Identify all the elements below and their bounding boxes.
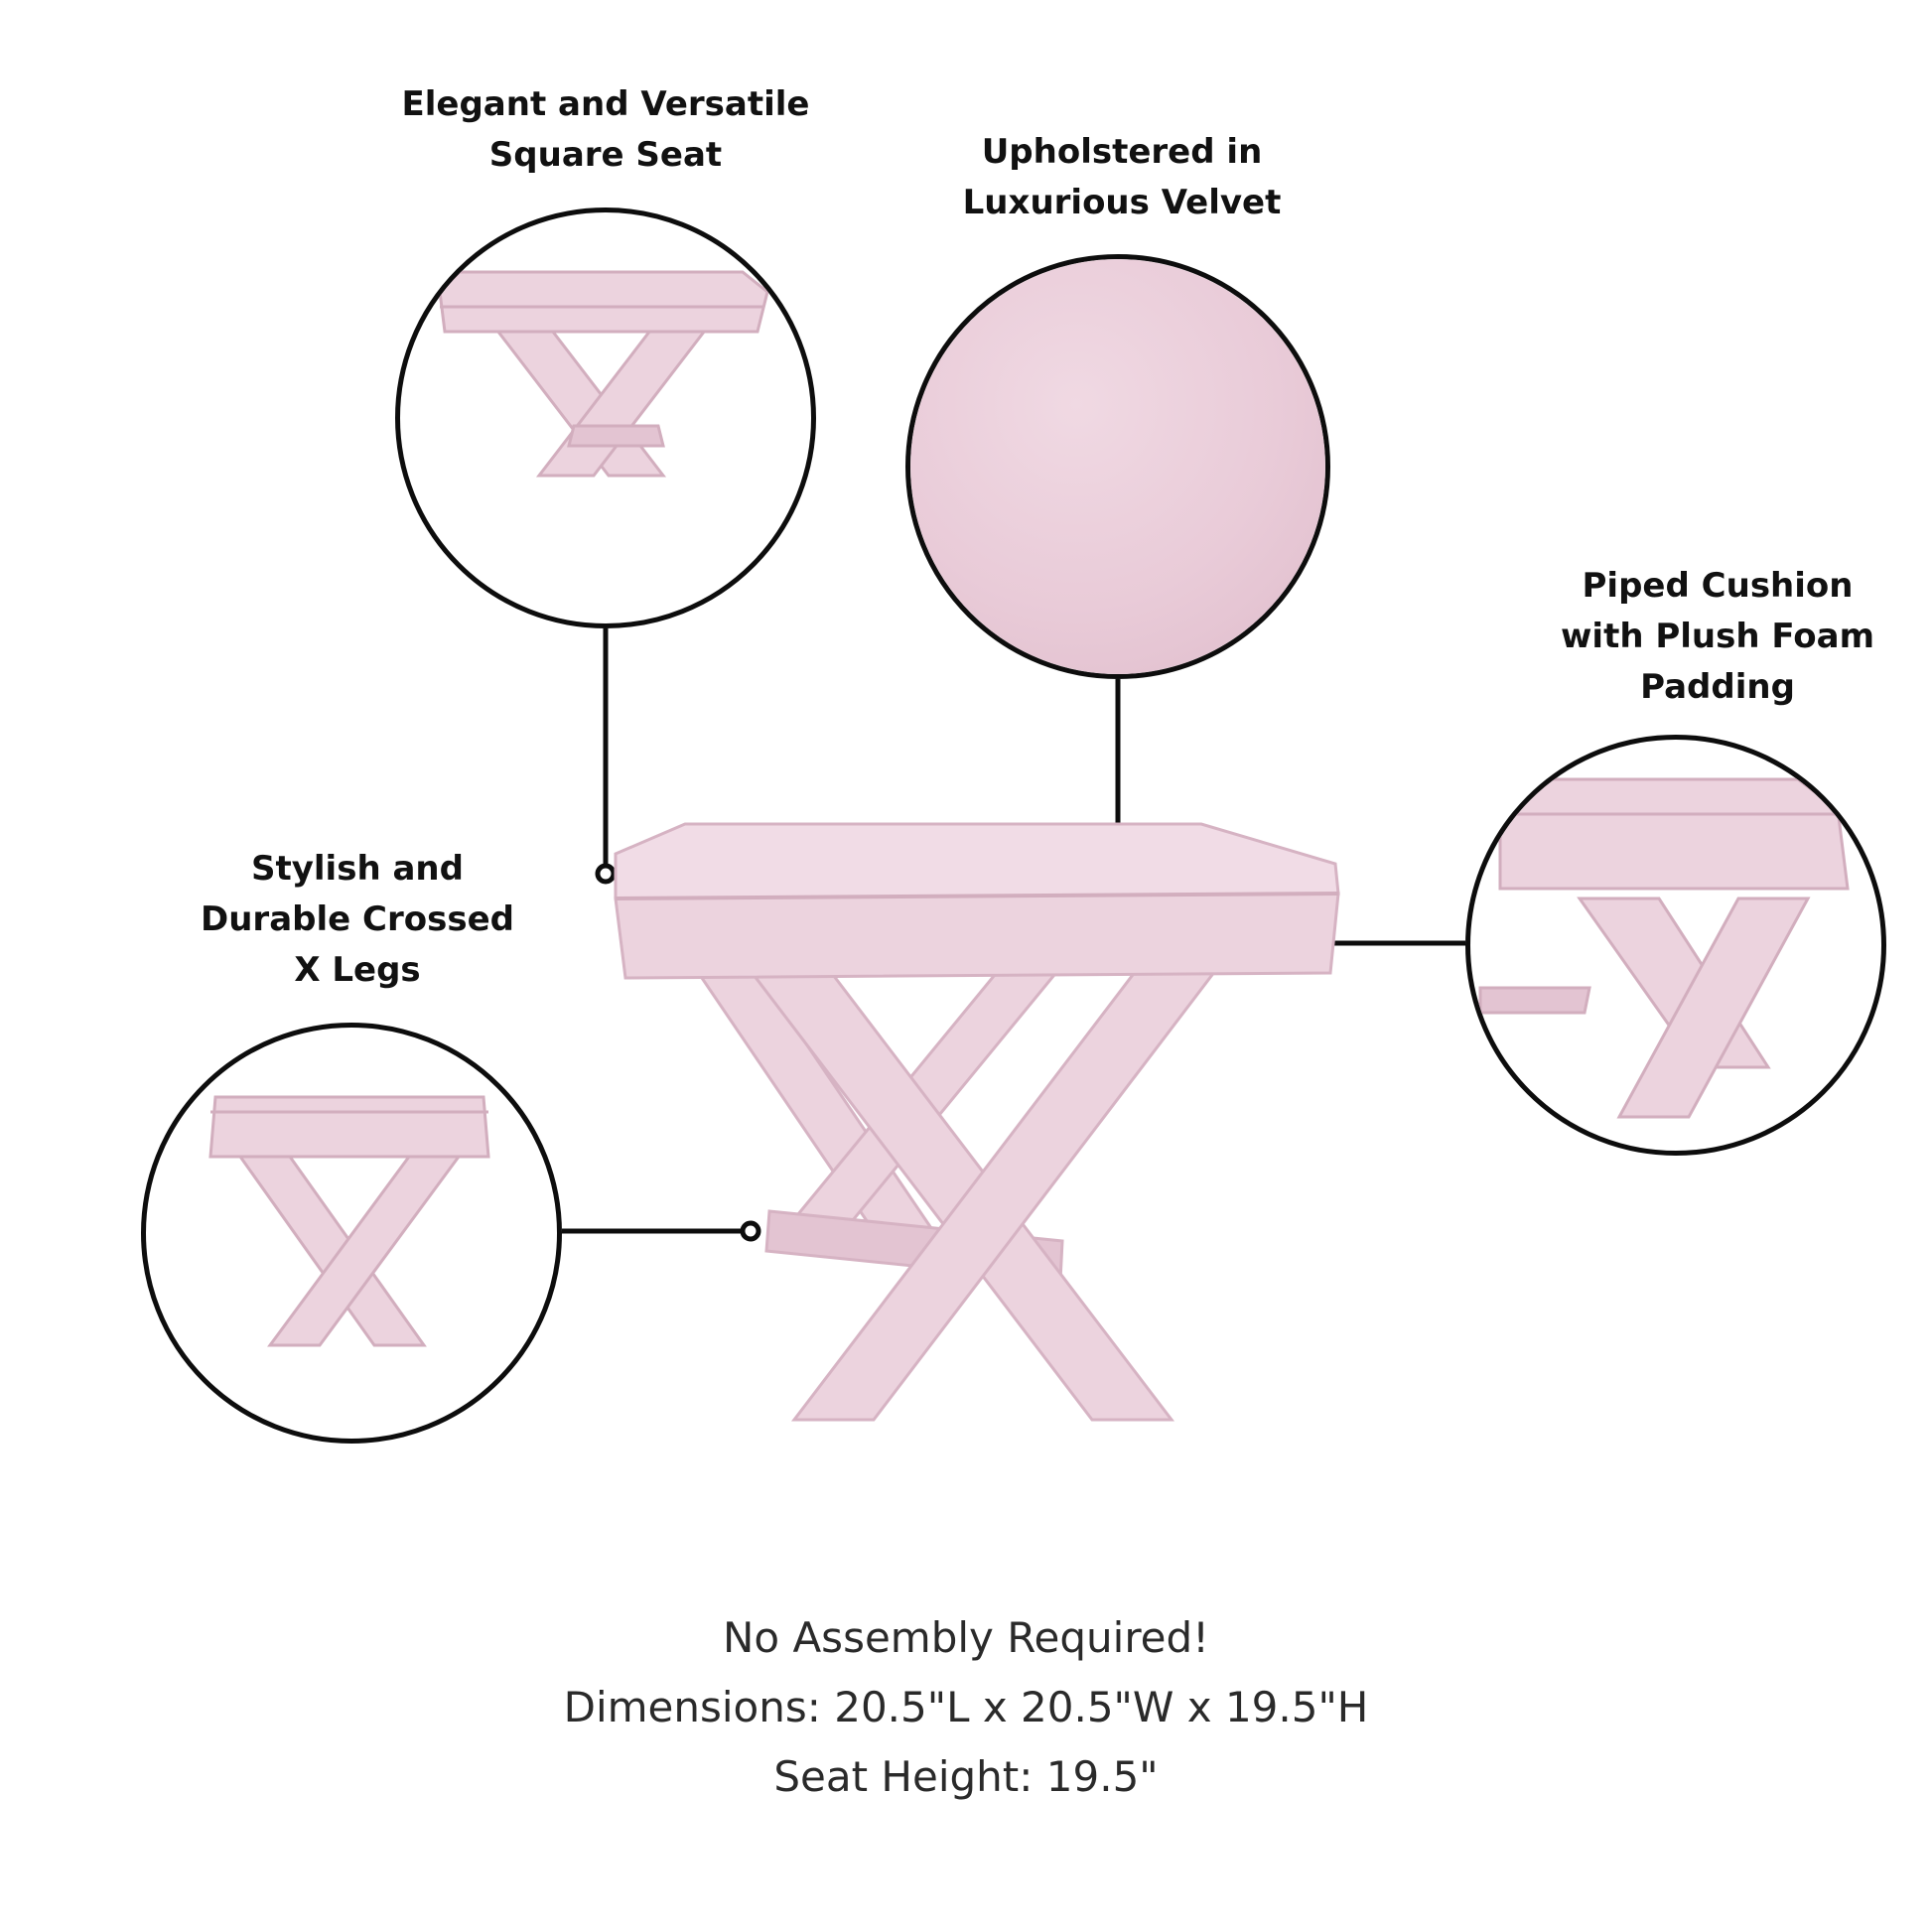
feature-label-square-seat: Elegant and Versatile Square Seat (382, 79, 829, 181)
feature-label-piped-cushion: Piped Cushion with Plush Foam Padding (1509, 561, 1926, 713)
callout-square-seat (395, 207, 816, 628)
label-line: Piped Cushion (1582, 566, 1854, 606)
label-line: Padding (1640, 667, 1795, 707)
label-line: X Legs (294, 950, 421, 990)
label-line: with Plush Foam (1561, 617, 1874, 656)
x-legs-thumbnail-image (208, 1095, 490, 1347)
seat-piping (615, 892, 1339, 900)
stool-thumbnail-image (438, 270, 769, 478)
seat-front (614, 892, 1340, 980)
dimensions-text: Dimensions: 20.5"L x 20.5"W x 19.5"H (563, 1683, 1369, 1731)
callout-piped-cushion (1465, 735, 1886, 1156)
velvet-swatch-image (910, 259, 1325, 674)
callout-velvet (905, 254, 1330, 679)
seat-height-text: Seat Height: 19.5" (773, 1752, 1159, 1801)
callout-x-legs (141, 1023, 562, 1444)
feature-label-x-legs: Stylish and Durable Crossed X Legs (169, 844, 546, 996)
no-assembly-text: No Assembly Required! (722, 1613, 1209, 1662)
leader-dot-legs (740, 1220, 761, 1242)
leader-dot-seat (595, 863, 617, 885)
feature-label-velvet: Upholstered in Luxurious Velvet (894, 127, 1350, 228)
label-line: Durable Crossed (201, 899, 514, 939)
label-line: Elegant and Versatile (401, 84, 810, 124)
label-line: Stylish and (251, 849, 464, 889)
label-line: Square Seat (488, 135, 723, 175)
cushion-closeup-image (1478, 777, 1850, 1119)
seat-top (614, 822, 1340, 900)
main-stool-image (614, 822, 1340, 1422)
label-line: Luxurious Velvet (962, 183, 1282, 222)
label-line: Upholstered in (981, 132, 1263, 172)
